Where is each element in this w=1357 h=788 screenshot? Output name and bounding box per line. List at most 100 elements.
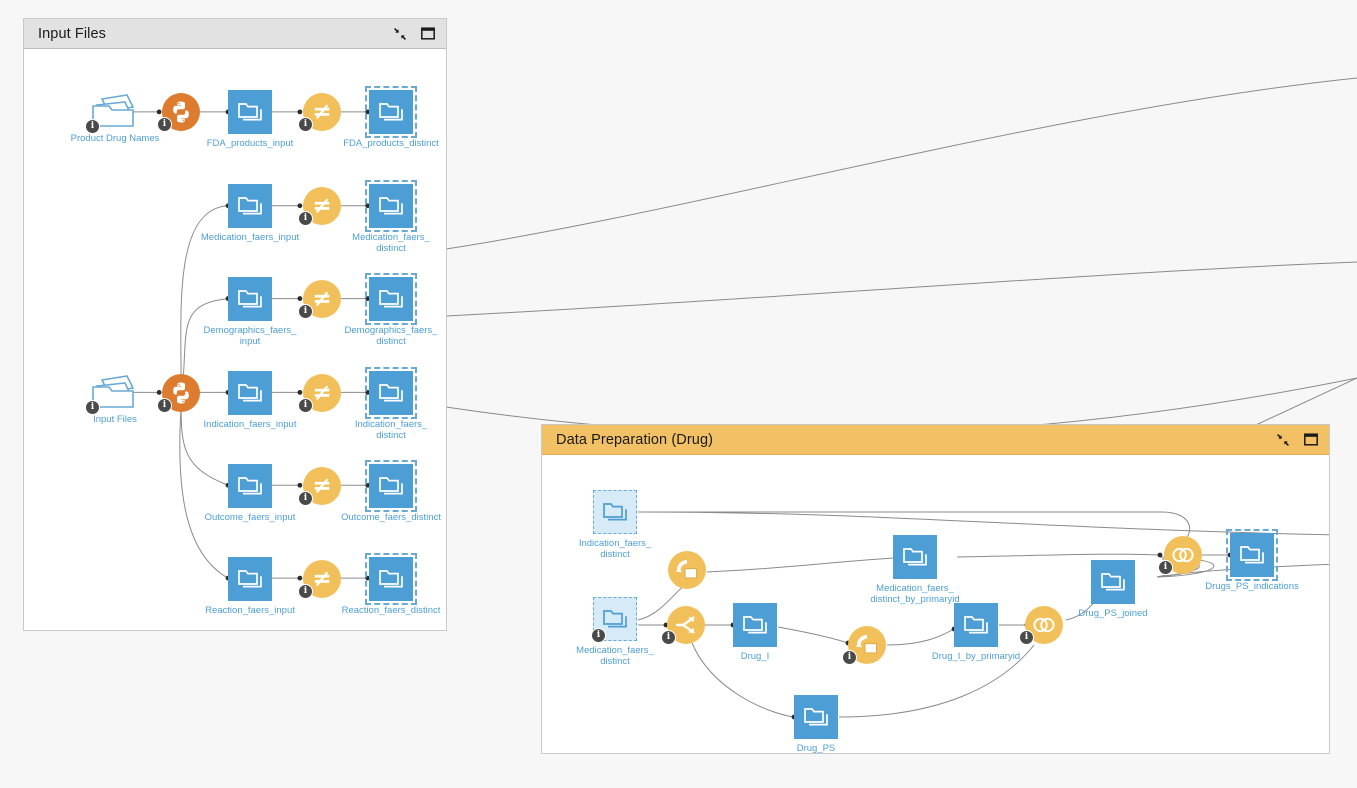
page-title: Data Preparation (Drug) xyxy=(556,431,714,448)
folder-stack-icon xyxy=(228,184,272,228)
maximize-icon[interactable] xyxy=(1303,432,1319,448)
node-python-transform-1[interactable]: i xyxy=(157,93,200,132)
node-label: Medication_faers_ distinct_by_primaryid xyxy=(870,583,960,605)
info-badge[interactable]: i xyxy=(591,628,606,643)
folder-stack-icon xyxy=(954,603,998,647)
node-medication-faers-distinct[interactable]: Medication_faers_ distinct xyxy=(352,180,430,254)
node-label: Drug_I xyxy=(740,651,770,662)
node-split-op[interactable]: i xyxy=(661,606,705,645)
collapse-icon[interactable] xyxy=(392,26,408,42)
node-demographics-faers-distinct[interactable]: Demographics_faers_ distinct xyxy=(345,273,437,347)
node-distinct-op-1[interactable]: ≠ i xyxy=(298,93,341,132)
window-controls xyxy=(392,26,436,42)
collapse-icon[interactable] xyxy=(1275,432,1291,448)
node-distinct-op-4[interactable]: ≠ i xyxy=(298,374,341,413)
info-badge[interactable]: i xyxy=(85,400,100,415)
node-distinct-op-5[interactable]: ≠ i xyxy=(298,467,341,506)
info-badge[interactable]: i xyxy=(298,117,313,132)
info-badge[interactable]: i xyxy=(298,304,313,319)
folder-stack-icon xyxy=(228,371,272,415)
info-badge[interactable]: i xyxy=(157,117,172,132)
node-drug-ps-joined[interactable]: Drug_PS_joined xyxy=(1078,560,1148,619)
folder-stack-icon xyxy=(1226,529,1278,581)
node-label: Indication_faers_input xyxy=(203,419,297,430)
node-outcome-faers-input[interactable]: Outcome_faers_input xyxy=(205,464,295,523)
not-equal-icon: ≠ i xyxy=(298,467,341,506)
info-badge[interactable]: i xyxy=(298,398,313,413)
maximize-icon[interactable] xyxy=(420,26,436,42)
node-medication-faers-distinct-by-primaryid[interactable]: Medication_faers_ distinct_by_primaryid xyxy=(870,535,960,605)
not-equal-icon: ≠ i xyxy=(298,280,341,319)
node-fda-products-distinct[interactable]: FDA_products_distinct xyxy=(343,86,439,149)
node-indication-faers-input[interactable]: Indication_faers_input xyxy=(204,371,296,430)
node-indication-faers-distinct[interactable]: Indication_faers_ distinct xyxy=(355,367,427,441)
info-badge[interactable]: i xyxy=(298,584,313,599)
node-distinct-op-2[interactable]: ≠ i xyxy=(298,187,341,226)
node-distinct-op-3[interactable]: ≠ i xyxy=(298,280,341,319)
node-indication-faers-distinct-ref[interactable]: Indication_faers_ distinct xyxy=(579,490,651,560)
panel-header: Data Preparation (Drug) xyxy=(542,425,1329,455)
node-drugs-ps-indications[interactable]: Drugs_PS_indications xyxy=(1205,529,1299,592)
node-input-files-source[interactable]: i Input Files xyxy=(85,373,143,425)
node-join-op-1[interactable]: i xyxy=(1019,606,1063,645)
node-outcome-faers-distinct[interactable]: Outcome_faers_distinct xyxy=(341,460,441,523)
node-groupby-op-2[interactable]: i xyxy=(842,626,886,665)
folder-stack-icon xyxy=(593,490,637,534)
node-demographics-faers-input[interactable]: Demographics_faers_ input xyxy=(204,277,296,347)
node-label: FDA_products_distinct xyxy=(343,138,439,149)
join-icon: i xyxy=(1019,606,1063,645)
node-label: Drug_I_by_primaryid xyxy=(931,651,1021,662)
folder-stack-icon xyxy=(228,90,272,134)
node-label: Outcome_faers_distinct xyxy=(341,512,441,523)
node-label: Product Drug Names xyxy=(70,133,160,144)
node-groupby-op-1[interactable] xyxy=(668,551,706,589)
folder-stack-icon xyxy=(365,180,417,232)
info-badge[interactable]: i xyxy=(842,650,857,665)
node-product-drug-names[interactable]: i Product Drug Names xyxy=(71,92,159,144)
panel-canvas[interactable]: i Product Drug Names i xyxy=(24,49,446,630)
node-fda-products-input[interactable]: FDA_products_input xyxy=(207,90,293,149)
not-equal-icon: ≠ i xyxy=(298,374,341,413)
folder-stack-icon xyxy=(365,367,417,419)
info-badge[interactable]: i xyxy=(1019,630,1034,645)
panel-data-preparation-drug[interactable]: Data Preparation (Drug) xyxy=(541,424,1330,754)
node-medication-faers-distinct-ref[interactable]: i Medication_faers_ distinct xyxy=(576,597,654,667)
info-badge[interactable]: i xyxy=(157,398,172,413)
info-badge[interactable]: i xyxy=(85,119,100,134)
info-badge[interactable]: i xyxy=(1158,560,1173,575)
info-badge[interactable]: i xyxy=(298,491,313,506)
node-distinct-op-6[interactable]: ≠ i xyxy=(298,560,341,599)
panel-header: Input Files xyxy=(24,19,446,49)
panel-canvas[interactable]: Indication_faers_ distinct i Medication_… xyxy=(542,455,1329,753)
folder-stack-icon xyxy=(794,695,838,739)
folder-stack-icon xyxy=(365,460,417,512)
node-label: Drug_PS xyxy=(796,743,836,753)
node-join-op-2[interactable]: i xyxy=(1158,536,1202,575)
node-label: Demographics_faers_ distinct xyxy=(344,325,438,347)
split-icon: i xyxy=(661,606,705,645)
folder-stack-icon xyxy=(1091,560,1135,604)
node-label: Reaction_faers_distinct xyxy=(341,605,441,616)
group-by-icon xyxy=(668,551,706,589)
panel-input-files[interactable]: Input Files xyxy=(23,18,447,631)
folder-stack-icon xyxy=(733,603,777,647)
node-drug-i-by-primaryid[interactable]: Drug_I_by_primaryid xyxy=(932,603,1020,662)
node-label: Outcome_faers_input xyxy=(204,512,296,523)
node-reaction-faers-distinct[interactable]: Reaction_faers_distinct xyxy=(342,553,440,616)
file-stack-icon: i xyxy=(85,373,143,415)
node-label: Medication_faers_input xyxy=(200,232,300,243)
node-drug-i[interactable]: Drug_I xyxy=(733,603,777,662)
folder-stack-icon xyxy=(365,553,417,605)
node-drug-ps[interactable]: Drug_PS xyxy=(794,695,838,753)
node-medication-faers-input[interactable]: Medication_faers_input xyxy=(201,184,299,243)
folder-stack-icon xyxy=(228,277,272,321)
node-python-transform-2[interactable]: i xyxy=(157,374,200,413)
info-badge[interactable]: i xyxy=(298,211,313,226)
node-label: Drugs_PS_indications xyxy=(1205,581,1299,592)
folder-stack-icon: i xyxy=(591,597,637,643)
node-label: Medication_faers_ distinct xyxy=(576,645,654,667)
node-label: FDA_products_input xyxy=(206,138,294,149)
info-badge[interactable]: i xyxy=(661,630,676,645)
file-stack-icon: i xyxy=(85,92,143,134)
node-reaction-faers-input[interactable]: Reaction_faers_input xyxy=(205,557,295,616)
